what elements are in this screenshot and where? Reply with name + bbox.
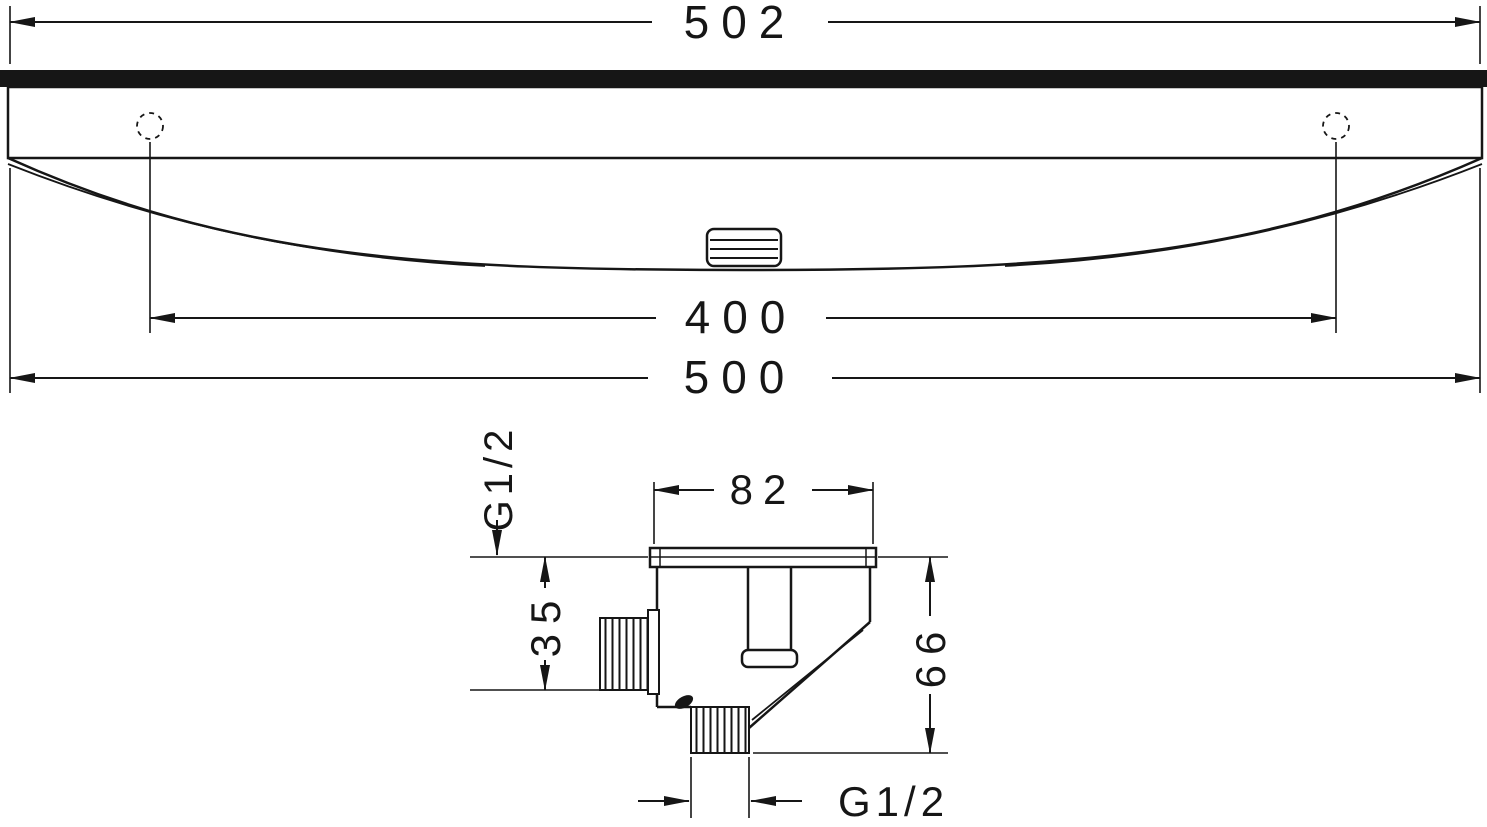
rail-face (6, 85, 1484, 160)
body-slot (674, 695, 694, 709)
channel-foot (740, 648, 799, 669)
label-mask (909, 616, 951, 694)
center-connector (705, 227, 783, 268)
label-mask (652, 0, 828, 46)
dimension-502: 502 (9, 0, 1481, 64)
label-mask (714, 468, 812, 512)
rail-underside-profile (7, 156, 1483, 272)
rail-body (0, 70, 1487, 160)
dimension-400: 400 (149, 142, 1337, 343)
outlet-thread-block (690, 706, 750, 754)
inlet-thread-label: G1/2 (477, 425, 521, 532)
inner-curve-left (7, 163, 486, 267)
inlet-flange (647, 609, 660, 695)
dim-35-label: 35 (522, 591, 569, 658)
bracket-side-view: 82 (470, 425, 954, 825)
dimension-35: 35 (470, 556, 648, 691)
dimension-500: 500 (9, 168, 1481, 403)
bracket-body (648, 546, 878, 729)
inlet-thread-block (599, 617, 649, 691)
label-mask (648, 356, 832, 401)
dimension-82: 82 (653, 466, 874, 544)
dim-82-label: 82 (730, 466, 797, 513)
mount-hole-left (136, 112, 164, 140)
inner-curve-right (1004, 163, 1483, 267)
outlet-thread-label: G1/2 (838, 778, 949, 825)
label-mask (524, 588, 566, 660)
label-mask (656, 296, 826, 341)
dim-66-label: 66 (907, 622, 954, 689)
inlet-thread-label-group: G1/2 (477, 425, 521, 556)
inlet-thread (599, 609, 660, 695)
dim-502-label: 502 (684, 0, 797, 48)
connector-body (705, 227, 783, 268)
dimension-outlet-thread: G1/2 (638, 757, 949, 825)
body-diagonal-inner (751, 629, 864, 721)
dim-500-label: 500 (684, 351, 797, 403)
rail-top-view: 502 (0, 0, 1487, 403)
dim-400-label: 400 (685, 291, 798, 343)
mount-hole-right (1322, 112, 1350, 140)
dimension-66: 66 (753, 556, 954, 754)
rail-top-bar (0, 70, 1487, 87)
outlet-thread (690, 706, 750, 754)
